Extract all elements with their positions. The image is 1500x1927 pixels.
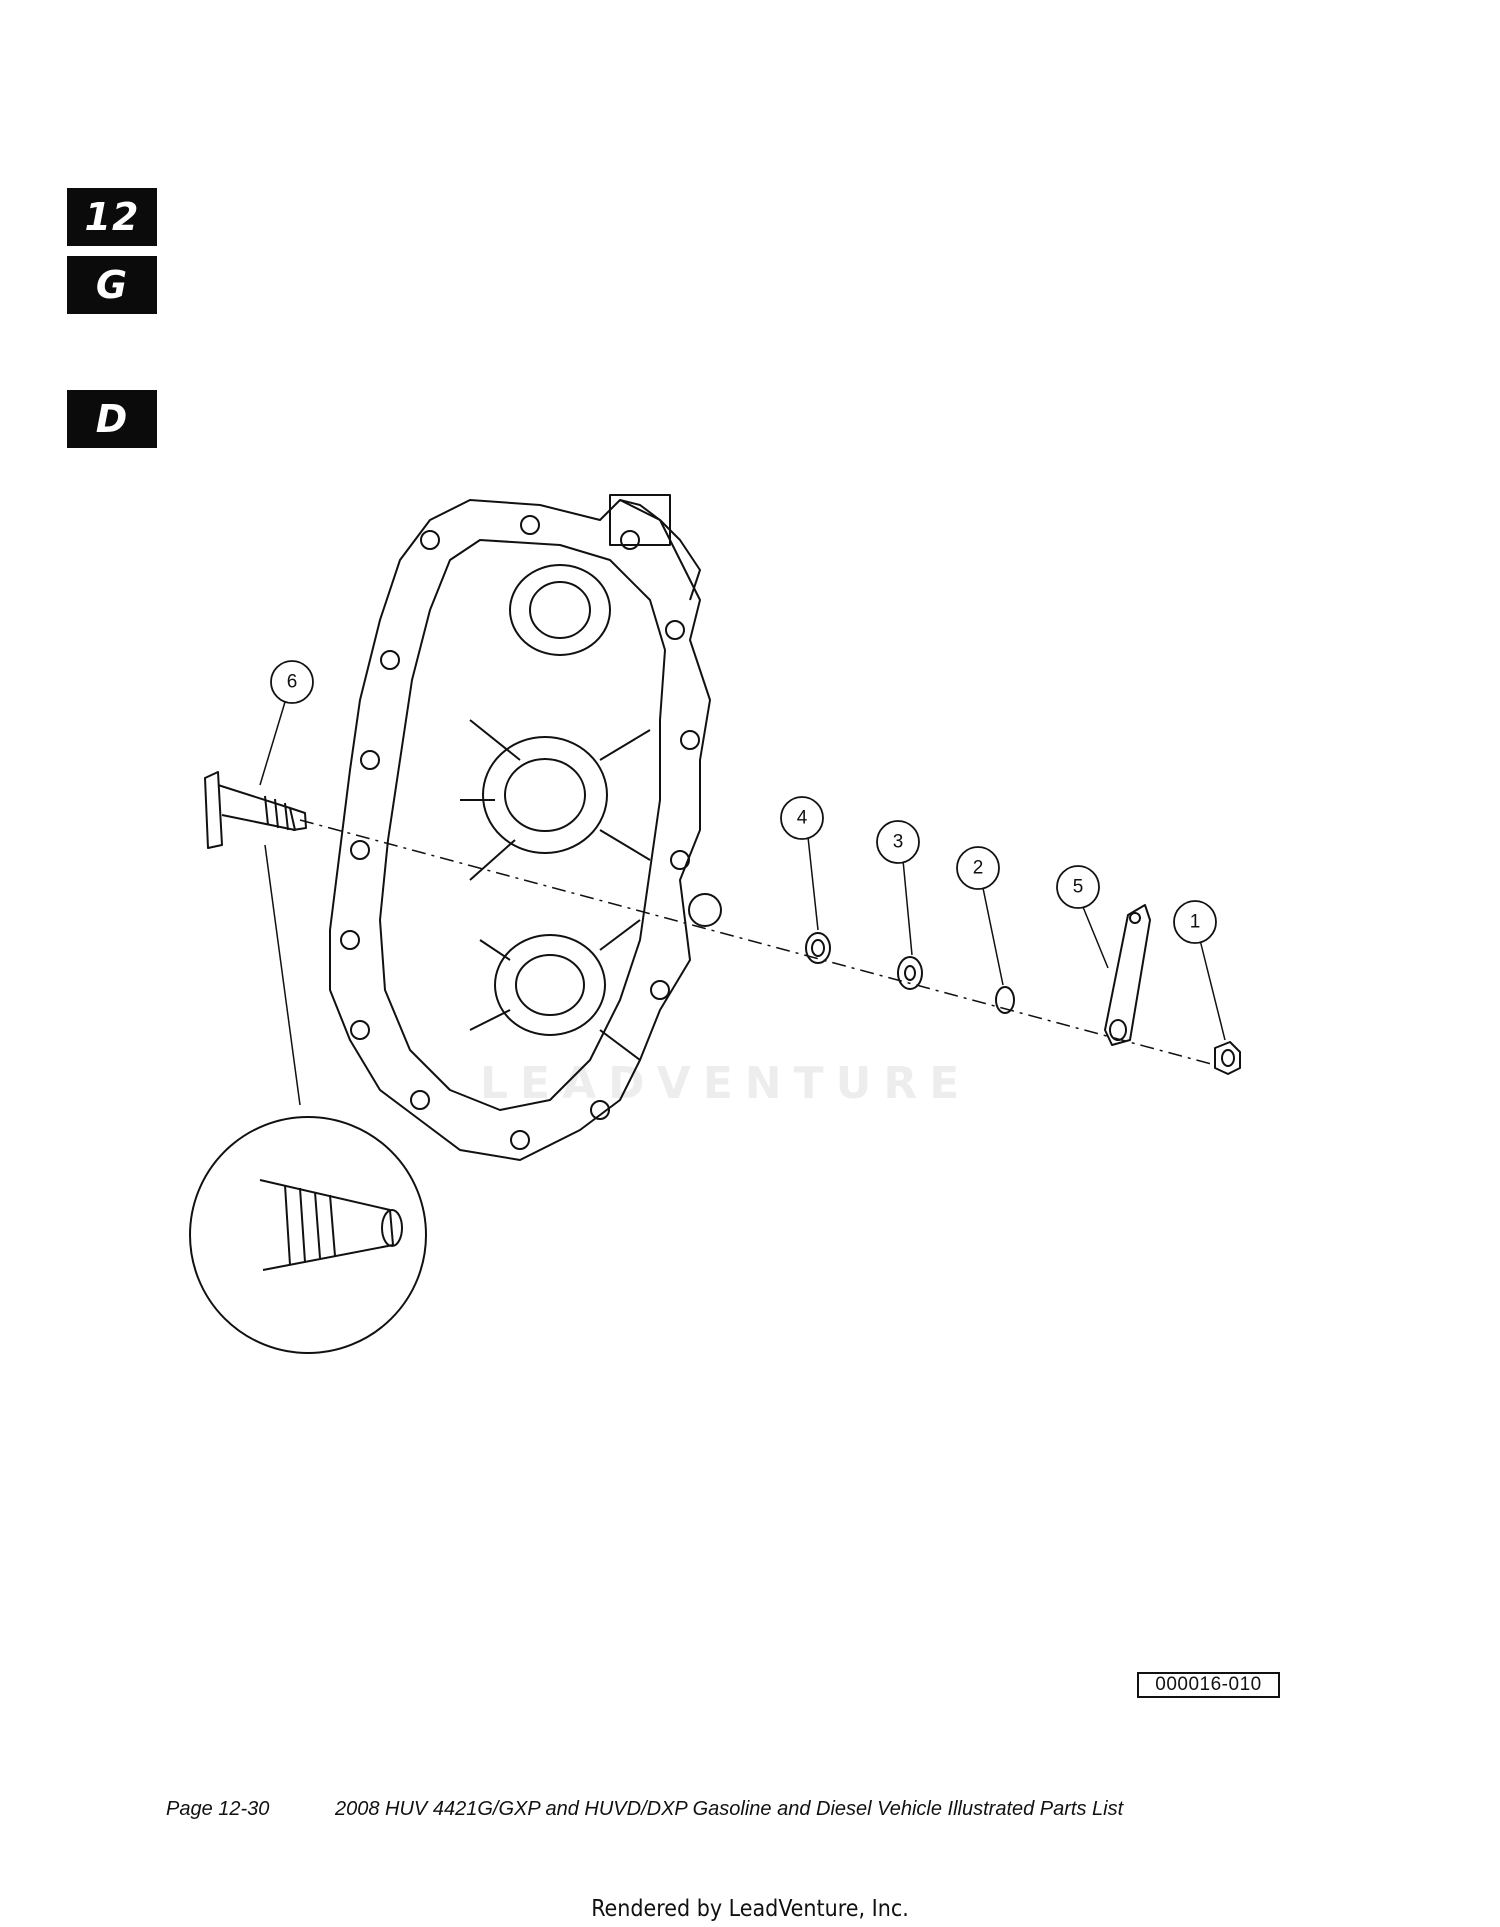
detail-magnifier bbox=[189, 1116, 427, 1354]
callout-3 bbox=[876, 820, 920, 864]
oil-seal bbox=[805, 932, 831, 964]
callout-label-6: 6 bbox=[287, 672, 298, 693]
callout-label-4: 4 bbox=[797, 808, 808, 829]
callout-1 bbox=[1173, 900, 1217, 944]
washer bbox=[897, 956, 923, 990]
callout-5 bbox=[1056, 865, 1100, 909]
callout-label-5: 5 bbox=[1073, 877, 1084, 898]
callout-label-1: 1 bbox=[1190, 912, 1201, 933]
section-tab-gas: G bbox=[67, 256, 157, 314]
rendered-by-credit: Rendered by LeadVenture, Inc. bbox=[591, 1896, 909, 1922]
shift-arm bbox=[1104, 904, 1151, 1046]
snap-ring bbox=[995, 986, 1015, 1014]
page-number: Page 12-30 bbox=[166, 1798, 270, 1820]
document-title: 2008 HUV 4421G/GXP and HUVD/DXP Gasoline… bbox=[335, 1798, 1124, 1820]
section-tab-chapter: 12 bbox=[67, 188, 157, 246]
gear-case-cover bbox=[329, 499, 711, 1161]
watermark-text: LEADVENTURE bbox=[480, 1058, 972, 1109]
assembly-centerline bbox=[299, 819, 1216, 1066]
section-tab-diesel: D bbox=[67, 390, 157, 448]
callout-label-2: 2 bbox=[973, 858, 984, 879]
callout-6 bbox=[270, 660, 314, 704]
shift-shaft bbox=[204, 771, 223, 849]
callout-2 bbox=[956, 846, 1000, 890]
callout-4 bbox=[780, 796, 824, 840]
hex-nut bbox=[1214, 1041, 1241, 1075]
figure-id-box: 000016-010 bbox=[1137, 1672, 1280, 1698]
callout-label-3: 3 bbox=[893, 832, 904, 853]
